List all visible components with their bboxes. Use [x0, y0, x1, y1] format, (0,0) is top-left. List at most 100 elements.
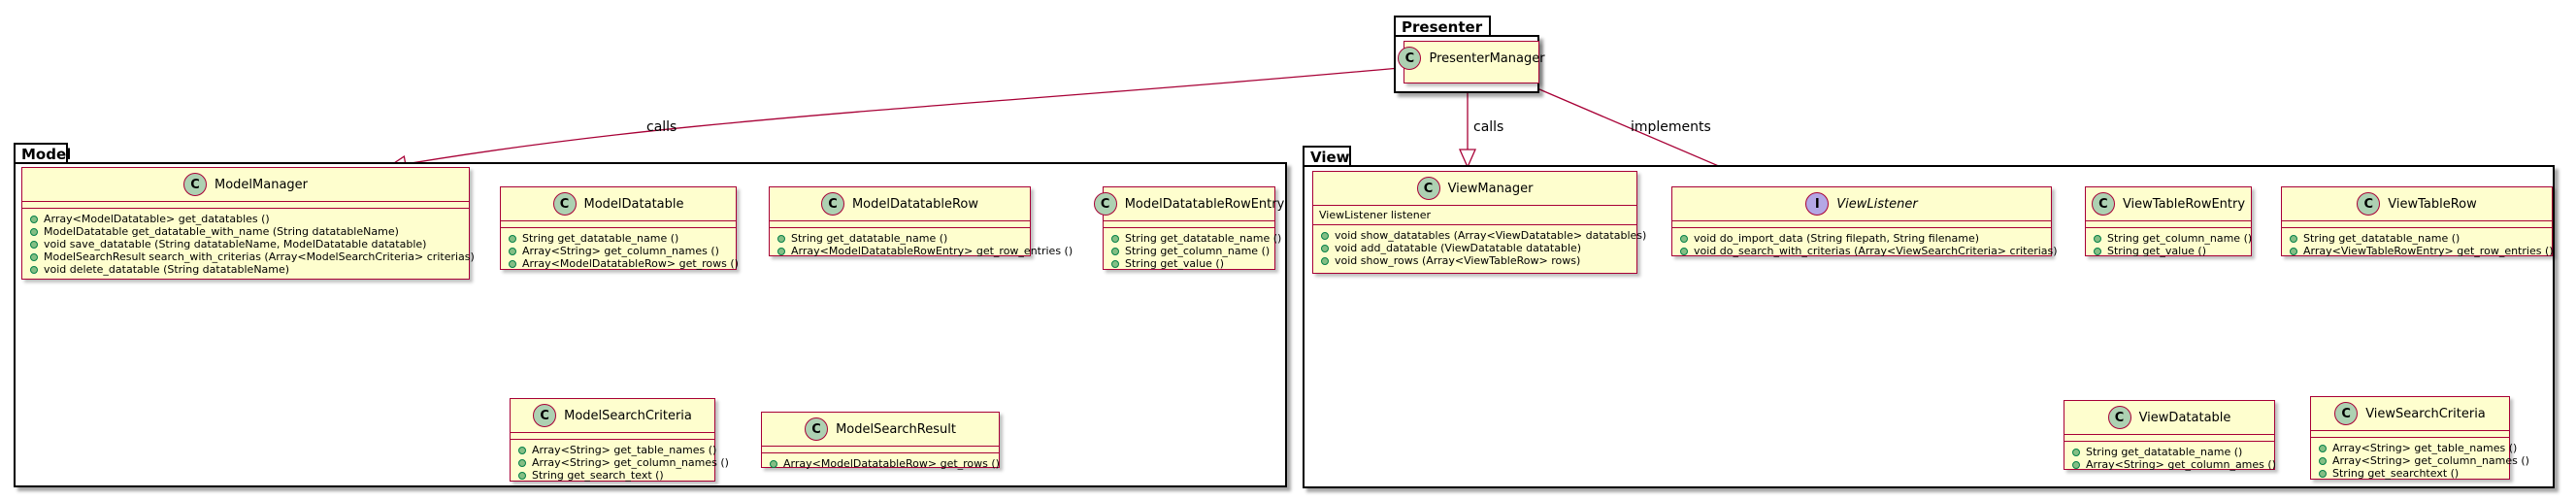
class-header: C ModelDatatableRowEntry: [1093, 187, 1284, 221]
class-view-table-row-entry[interactable]: C ViewTableRowEntry String get_column_na…: [2085, 186, 2252, 257]
class-fields: [2282, 221, 2552, 228]
method-row: Array<ViewTableRowEntry> get_row_entries…: [2290, 245, 2554, 257]
class-header: C ViewTableRowEntry: [2086, 187, 2251, 221]
method-row: String get_column_name (): [2094, 232, 2252, 245]
class-model-search-criteria[interactable]: C ModelSearchCriteria Array<String> get_…: [510, 398, 729, 482]
method-row: void show_datatables (Array<ViewDatatabl…: [1321, 229, 1646, 242]
class-header: C ModelSearchResult: [762, 413, 999, 447]
method-text: Array<String> get_column_names (): [522, 245, 719, 257]
edge-label-calls-model: calls: [646, 119, 677, 135]
class-methods: Array<ModelDatatable> get_datatables () …: [22, 209, 475, 280]
class-name: ModelSearchResult: [836, 421, 956, 437]
public-method-icon: [509, 247, 516, 255]
method-row: void save_datatable (String datatableNam…: [30, 238, 461, 250]
class-methods: void do_import_data (String filepath, St…: [1672, 228, 2058, 261]
class-view-datatable[interactable]: C ViewDatatable String get_datatable_nam…: [2064, 400, 2276, 471]
method-text: String get_value (): [1125, 257, 1225, 270]
class-fields: [2086, 221, 2251, 228]
class-presenter-manager[interactable]: C PresenterManager: [1398, 41, 1545, 83]
class-model-manager[interactable]: C ModelManager Array<ModelDatatable> get…: [21, 167, 475, 280]
method-row: String get_column_name (): [1111, 245, 1270, 257]
method-row: String get_value (): [1111, 257, 1267, 270]
class-name: ModelManager: [214, 177, 308, 192]
method-text: Array<String> get_table_names (): [532, 444, 717, 456]
class-name: ModelSearchCriteria: [564, 408, 692, 423]
method-row: Array<String> get_column_names (): [509, 245, 728, 257]
class-icon: C: [1416, 177, 1440, 200]
class-fields: [22, 202, 469, 209]
interface-view-listener[interactable]: I ViewListener void do_import_data (Stri…: [1671, 186, 2058, 257]
class-view-manager[interactable]: C ViewManager ViewListener listener void…: [1312, 171, 1646, 274]
class-header: C ModelSearchCriteria: [511, 399, 714, 433]
method-text: String get_value (): [2107, 245, 2207, 257]
public-method-icon: [777, 247, 785, 255]
method-text: void show_rows (Array<ViewTableRow> rows…: [1335, 254, 1581, 267]
method-text: void do_search_with_criterias (Array<Vie…: [1694, 245, 2058, 257]
method-row: void add_datatable (ViewDatatable datata…: [1321, 242, 1629, 254]
class-model-datatable-row-entry[interactable]: C ModelDatatableRowEntry String get_data…: [1093, 186, 1284, 270]
class-icon: C: [820, 192, 844, 216]
class-header: C ViewTableRow: [2282, 187, 2552, 221]
public-method-icon: [1321, 256, 1329, 265]
class-icon: C: [552, 192, 577, 216]
class-name: ViewDatatable: [2138, 410, 2231, 425]
method-row: String get_datatable_name (): [509, 232, 728, 245]
class-header: C ViewSearchCriteria: [2311, 397, 2509, 431]
method-text: String get_datatable_name (): [2086, 446, 2243, 458]
interface-icon: I: [1805, 192, 1830, 216]
public-method-icon: [1111, 247, 1119, 255]
public-method-icon: [2319, 456, 2327, 465]
class-icon: C: [2091, 192, 2115, 216]
method-text: void add_datatable (ViewDatatable datata…: [1335, 242, 1582, 254]
public-method-icon: [1321, 231, 1329, 240]
class-icon: C: [1093, 192, 1117, 216]
class-methods: String get_datatable_name () Array<Strin…: [2064, 442, 2276, 475]
method-text: String get_searchtext (): [2332, 467, 2460, 480]
method-text: String get_datatable_name (): [2303, 232, 2460, 245]
method-text: void show_datatables (Array<ViewDatatabl…: [1335, 229, 1647, 242]
method-text: void delete_datatable (String datatableN…: [44, 263, 290, 276]
class-methods: void show_datatables (Array<ViewDatatabl…: [1313, 225, 1646, 271]
public-method-icon: [1680, 247, 1688, 255]
method-row: String get_search_text (): [518, 469, 707, 482]
class-header: C ModelDatatableRow: [770, 187, 1030, 221]
class-header: C ViewDatatable: [2064, 401, 2274, 435]
class-header: C ModelDatatable: [501, 187, 736, 221]
public-method-icon: [518, 446, 526, 454]
method-row: void do_search_with_criterias (Array<Vie…: [1680, 245, 2058, 257]
class-model-datatable[interactable]: C ModelDatatable String get_datatable_na…: [500, 186, 739, 270]
class-icon: C: [2107, 406, 2131, 429]
field-text: ViewListener listener: [1319, 209, 1432, 221]
public-method-icon: [2290, 234, 2297, 243]
class-view-table-row[interactable]: C ViewTableRow String get_datatable_name…: [2281, 186, 2554, 257]
public-method-icon: [2072, 448, 2080, 456]
public-method-icon: [2319, 444, 2327, 452]
class-model-search-result[interactable]: C ModelSearchResult Array<ModelDatatable…: [761, 412, 1000, 470]
class-methods: String get_datatable_name () Array<Model…: [770, 228, 1073, 261]
package-model-tab: Model: [14, 143, 71, 164]
class-fields: [501, 221, 736, 228]
method-text: ModelDatatable get_datatable_with_name (…: [44, 225, 399, 238]
method-row: Array<ModelDatatableRow> get_rows (): [770, 457, 1000, 470]
method-text: ModelSearchResult search_with_criterias …: [44, 250, 475, 263]
public-method-icon: [1111, 234, 1119, 243]
method-text: Array<ModelDatatableRowEntry> get_row_en…: [791, 245, 1073, 257]
public-method-icon: [1680, 234, 1688, 243]
method-row: Array<String> get_table_names (): [518, 444, 716, 456]
class-icon: C: [805, 417, 829, 441]
class-view-search-criteria[interactable]: C ViewSearchCriteria Array<String> get_t…: [2310, 396, 2529, 480]
method-row: String get_searchtext (): [2319, 467, 2501, 480]
class-fields: [511, 433, 714, 440]
public-method-icon: [2094, 247, 2101, 255]
public-method-icon: [2072, 460, 2080, 469]
class-header: C ModelManager: [22, 168, 469, 202]
method-text: Array<ViewTableRowEntry> get_row_entries…: [2303, 245, 2554, 257]
public-method-icon: [770, 459, 777, 468]
public-method-icon: [2094, 234, 2101, 243]
public-method-icon: [30, 265, 38, 274]
class-icon: C: [533, 404, 557, 427]
method-row: void show_rows (Array<ViewTableRow> rows…: [1321, 254, 1629, 267]
method-row: String get_datatable_name (): [2290, 232, 2544, 245]
class-model-datatable-row[interactable]: C ModelDatatableRow String get_datatable…: [769, 186, 1073, 257]
public-method-icon: [509, 259, 516, 268]
